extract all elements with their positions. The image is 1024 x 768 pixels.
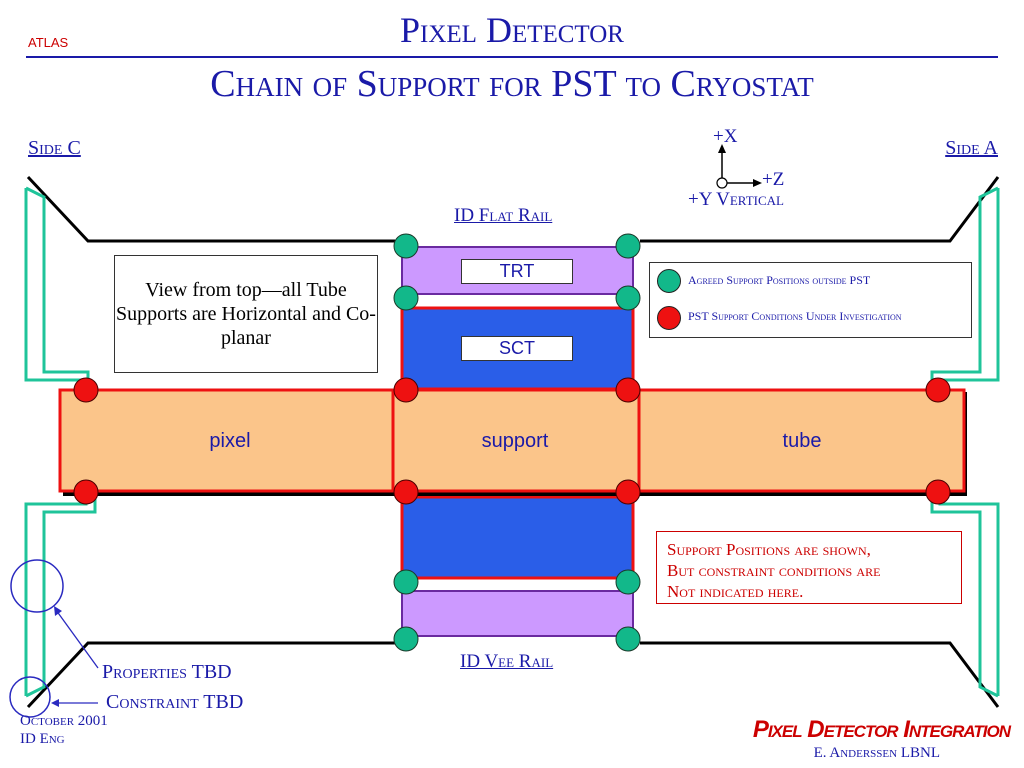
properties-tbd-circle <box>10 559 64 613</box>
agreed-support-point <box>615 233 641 259</box>
note-line: Not indicated here. <box>667 582 804 601</box>
tube-pixel-label: pixel <box>209 430 251 452</box>
constraint-tbd-arrowhead-icon <box>51 699 59 707</box>
axis-z-arrowhead-icon <box>753 179 762 187</box>
page-title: Pixel Detector <box>400 10 624 50</box>
pst-support-points <box>73 377 951 505</box>
pst-support-point <box>73 479 99 505</box>
cryostat-support-a-lower <box>930 497 999 698</box>
agreed-support-point <box>615 285 641 311</box>
cryostat-support-c-lower-outer <box>24 497 88 696</box>
tube-tube-label: tube <box>782 430 822 452</box>
note-line: Support Positions are shown, <box>667 540 871 559</box>
pst-support-point <box>925 377 951 403</box>
agreed-support-point <box>615 626 641 652</box>
cryostat-bottom-right <box>640 641 1000 708</box>
properties-tbd-label: Properties TBD <box>102 661 232 683</box>
side-c-label: Side C <box>28 137 81 159</box>
footer-brand: Pixel Detector Integration <box>752 716 1011 743</box>
vee-rail-label: ID Vee Rail <box>460 651 554 672</box>
view-note-box: View from top—all Tube Supports are Hori… <box>114 255 378 373</box>
agreed-support-points <box>393 233 641 652</box>
note-line: But constraint conditions are <box>667 561 881 580</box>
legend-item-agreed: Agreed Support Positions outside PST <box>688 273 871 287</box>
cryostat-support-c-lower <box>25 497 97 698</box>
axis-z-label: +Z <box>762 169 785 190</box>
pst-support-point <box>615 479 641 505</box>
cryostat-support-c-upper <box>25 186 90 385</box>
cryostat-top-right <box>640 176 1000 243</box>
legend: Agreed Support Positions outside PST PST… <box>649 262 972 338</box>
pst-tube <box>58 388 966 493</box>
agreed-support-point <box>393 626 419 652</box>
cryostat-top-left <box>26 175 395 243</box>
trt-lower-layer <box>401 590 634 637</box>
agreed-support-point <box>393 285 419 311</box>
pst-support-point <box>615 377 641 403</box>
constraint-tbd-label: Constraint TBD <box>106 691 244 713</box>
axis-y-label: +Y Vertical <box>688 189 784 210</box>
pst-support-section <box>391 388 641 493</box>
pst-support-point <box>393 377 419 403</box>
properties-tbd-arrow-icon <box>55 609 99 669</box>
properties-tbd-arrowhead-icon <box>54 606 62 616</box>
cryostat-bottom-left <box>26 641 395 709</box>
agreed-support-point <box>393 233 419 259</box>
pst-support-point <box>73 377 99 403</box>
trt-label: TRT <box>461 259 573 284</box>
constraint-tbd-circle <box>9 676 51 718</box>
atlas-logo-text: atlas <box>28 31 69 52</box>
agreed-support-point <box>615 569 641 595</box>
agreed-support-point <box>393 569 419 595</box>
footer-author: E. Anderssen LBNL <box>813 745 940 761</box>
footer-date: October 2001 <box>20 713 108 729</box>
tube-support-label: support <box>481 430 549 452</box>
pst-support-point <box>925 479 951 505</box>
cryostat-support-c-upper-outer <box>24 188 82 385</box>
axis-x-arrowhead-icon <box>718 144 726 153</box>
page-subtitle: Chain of Support for PST to Cryostat <box>210 63 814 105</box>
flat-rail-label: ID Flat Rail <box>454 205 553 226</box>
sct-lower-layer <box>400 495 635 580</box>
red-dot-icon <box>657 306 681 330</box>
legend-item-investigation: PST Support Conditions Under Investigati… <box>688 309 902 323</box>
side-a-label: Side A <box>945 137 998 159</box>
cryostat-support-a-upper <box>930 186 999 385</box>
sct-label: SCT <box>461 336 573 361</box>
footer-dept: ID Eng <box>20 731 65 747</box>
green-dot-icon <box>657 269 681 293</box>
pst-support-point <box>393 479 419 505</box>
axis-x-label: +X <box>713 126 738 147</box>
constraint-note-box: Support Positions are shown, But constra… <box>656 531 962 604</box>
axis-origin-icon <box>716 177 728 189</box>
